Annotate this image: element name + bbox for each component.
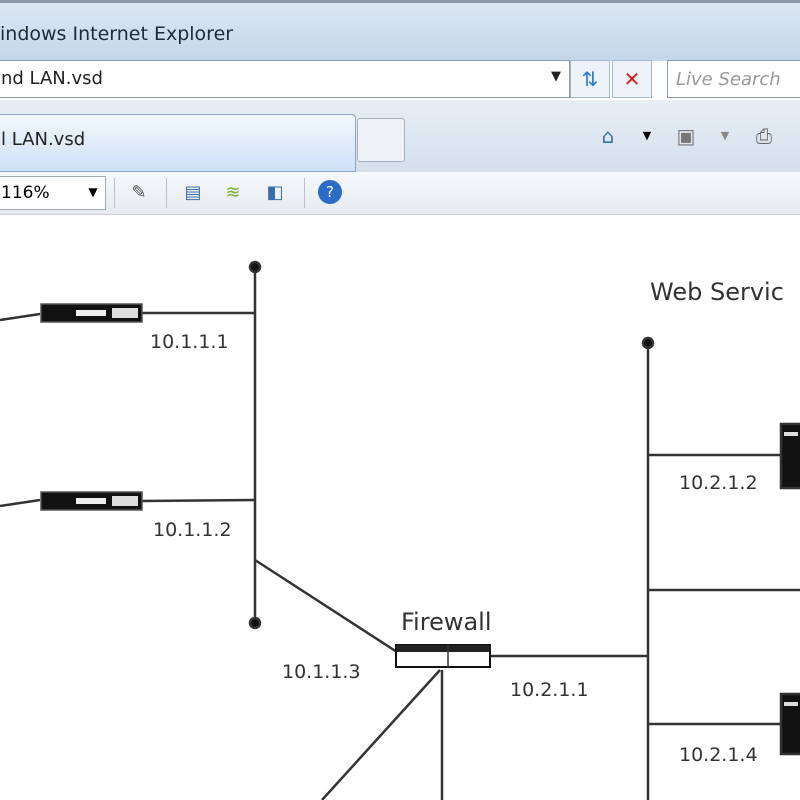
search-placeholder: Live Search bbox=[676, 69, 781, 90]
window-title: indows Internet Explorer bbox=[0, 23, 234, 45]
stop-icon[interactable]: ✕ bbox=[612, 60, 652, 98]
label-web-services: Web Servic bbox=[650, 278, 784, 306]
firewall-device bbox=[395, 644, 491, 668]
pan-zoom-icon[interactable]: ✎ bbox=[131, 182, 147, 203]
feeds-icon[interactable]: ▣ bbox=[676, 124, 696, 148]
ip-label: 10.1.1.3 bbox=[282, 661, 361, 683]
server-1 bbox=[779, 422, 800, 490]
router-1 bbox=[40, 303, 143, 323]
ip-label: 10.1.1.2 bbox=[153, 519, 232, 541]
tab-label: l LAN.vsd bbox=[1, 129, 86, 150]
ip-label: 10.2.1.4 bbox=[679, 744, 758, 766]
network-diagram: Web Servic Firewall 10.1.1.1 10.1.1.2 10… bbox=[0, 260, 800, 800]
bus-endpoint bbox=[248, 616, 262, 630]
server-2 bbox=[779, 692, 800, 756]
chevron-down-icon: ▼ bbox=[88, 185, 98, 199]
ip-label: 10.2.1.1 bbox=[510, 679, 589, 701]
search-input[interactable]: Live Search bbox=[667, 60, 800, 98]
tab-active[interactable]: l LAN.vsd bbox=[0, 114, 356, 172]
address-bar[interactable]: nd LAN.vsd ▼ bbox=[0, 60, 570, 98]
chevron-down-icon[interactable]: ▼ bbox=[642, 129, 652, 142]
home-icon[interactable]: ⌂ bbox=[601, 124, 615, 148]
layers-icon[interactable]: ≋ bbox=[225, 182, 241, 203]
bus-endpoint bbox=[248, 260, 262, 274]
print-icon[interactable]: ⎙ bbox=[756, 124, 772, 148]
properties-icon[interactable]: ▤ bbox=[184, 182, 202, 203]
ip-label: 10.2.1.2 bbox=[679, 472, 758, 494]
separator bbox=[304, 178, 305, 208]
refresh-icon[interactable]: ⇅ bbox=[570, 60, 610, 98]
ip-label: 10.1.1.1 bbox=[150, 331, 229, 353]
zoom-value: 116% bbox=[1, 183, 50, 203]
label-firewall: Firewall bbox=[401, 608, 492, 636]
separator bbox=[114, 178, 115, 208]
chevron-down-icon[interactable]: ▼ bbox=[720, 129, 730, 142]
panel-icon[interactable]: ◧ bbox=[266, 182, 284, 203]
separator bbox=[166, 178, 167, 208]
chevron-down-icon[interactable]: ▼ bbox=[551, 69, 561, 84]
bus-endpoint bbox=[641, 336, 655, 350]
help-icon[interactable]: ? bbox=[318, 180, 342, 204]
new-tab-button[interactable] bbox=[357, 118, 405, 162]
title-bar: indows Internet Explorer bbox=[0, 0, 800, 61]
router-2 bbox=[40, 491, 143, 511]
zoom-select[interactable]: 116% ▼ bbox=[0, 176, 106, 210]
address-value: nd LAN.vsd bbox=[1, 68, 103, 89]
viewer-toolbar bbox=[0, 172, 800, 215]
